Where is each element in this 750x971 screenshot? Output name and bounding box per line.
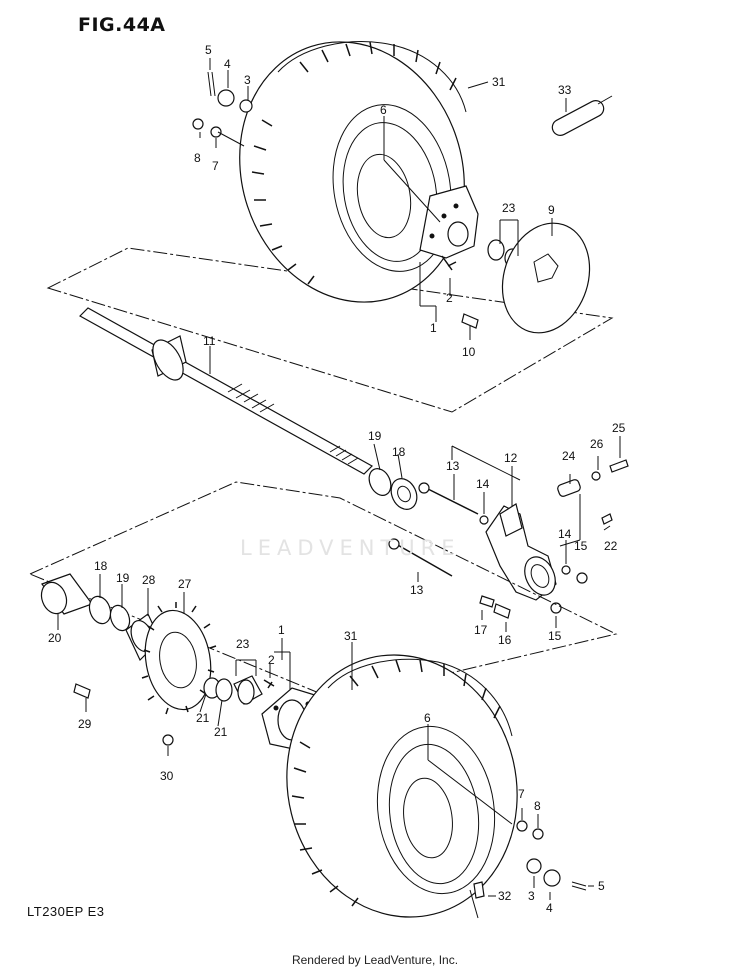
- callout-31-lower: 31: [344, 629, 358, 643]
- cotter-pin-lower: [571, 881, 587, 891]
- disc-bolt-10: [461, 313, 479, 329]
- callout-2-upper: 2: [446, 291, 453, 305]
- castle-nut-lower: [543, 869, 561, 887]
- callout-27: 27: [178, 577, 192, 591]
- callout-19-upper: 19: [368, 429, 382, 443]
- callout-30: 30: [160, 769, 174, 783]
- callout-3-upper: 3: [244, 73, 251, 87]
- callout-13-upper: 13: [446, 459, 460, 473]
- callout-5-lower: 5: [598, 879, 605, 893]
- tire-tool: [551, 95, 613, 136]
- washer-lower-7: [516, 820, 528, 832]
- callout-14-lower: 14: [558, 527, 572, 541]
- callout-19-lower: 19: [116, 571, 130, 585]
- upper-assembly-outline: [46, 247, 614, 413]
- callout-24: 24: [562, 449, 576, 463]
- watermark: LEADVENTURE: [240, 536, 461, 560]
- bolt-17: [479, 595, 495, 608]
- callout-3-lower: 3: [528, 889, 535, 903]
- bolt-29: [73, 683, 91, 699]
- washer-upper-3: [239, 99, 253, 113]
- valve-cap-32: [473, 881, 485, 899]
- footer-credit: Rendered by LeadVenture, Inc.: [291, 953, 459, 967]
- lower-hub-bolt: [263, 679, 275, 689]
- nut-14b: [561, 565, 571, 575]
- callout-33: 33: [558, 83, 572, 97]
- washer-upper-7: [210, 126, 222, 138]
- housing-bolt-13b: [395, 543, 453, 577]
- castle-nut-upper: [217, 89, 235, 107]
- nut-30: [162, 734, 174, 746]
- lower-spacer-21b: [215, 678, 233, 702]
- callout-18-upper: 18: [392, 445, 406, 459]
- nut-upper-8: [192, 118, 204, 130]
- callout-4-lower: 4: [546, 901, 553, 915]
- hub-bolt-upper: [441, 255, 457, 271]
- callout-32: 32: [498, 889, 512, 903]
- rear-axle: [79, 307, 373, 475]
- callout-8-lower: 8: [534, 799, 541, 813]
- pad-24: [557, 479, 581, 497]
- upper-spacer-a: [487, 239, 505, 261]
- lower-bearing-18: [88, 595, 112, 625]
- lower-bearing-19: [109, 604, 131, 632]
- callout-12: 12: [504, 451, 518, 465]
- callout-16: 16: [498, 633, 512, 647]
- callout-5-upper: 5: [205, 43, 212, 57]
- figure-title: FIG.44A: [78, 14, 166, 36]
- callout-1-lower: 1: [278, 623, 285, 637]
- washer-lower-3: [526, 858, 542, 874]
- callout-4-upper: 4: [224, 57, 231, 71]
- washer-26: [591, 471, 601, 481]
- callout-8-upper: 8: [194, 151, 201, 165]
- lower-tire: [286, 654, 518, 918]
- bolt-25: [609, 459, 629, 473]
- callout-14-upper: 14: [476, 477, 490, 491]
- brake-disc: [501, 222, 591, 334]
- callout-22: 22: [604, 539, 618, 553]
- bolt-22: [601, 513, 613, 525]
- upper-wheel-hub: [419, 185, 479, 259]
- callout-9: 9: [548, 203, 555, 217]
- callout-1-upper: 1: [430, 321, 437, 335]
- lower-assembly-outline: [28, 481, 618, 701]
- callout-26: 26: [590, 437, 604, 451]
- callout-11: 11: [203, 334, 216, 348]
- nut-lower-8: [532, 828, 544, 840]
- cotter-pin-upper: [207, 71, 216, 97]
- callout-13-lower: 13: [410, 583, 424, 597]
- callout-25: 25: [612, 421, 626, 435]
- nut-15b: [550, 602, 562, 614]
- housing-bolt-13a: [425, 487, 479, 515]
- callout-6-upper: 6: [380, 103, 387, 117]
- bearing-housing: [485, 503, 557, 601]
- upper-tire: [239, 41, 467, 303]
- bolt-16: [493, 603, 511, 619]
- callout-10: 10: [462, 345, 476, 359]
- nut-15a: [576, 572, 588, 584]
- callout-15-right: 15: [574, 539, 588, 553]
- callout-18-lower: 18: [94, 559, 108, 573]
- rear-sprocket: [141, 602, 217, 715]
- nut-14: [479, 515, 489, 525]
- callout-23-upper: 23: [502, 201, 516, 215]
- callout-15-lower: 15: [548, 629, 562, 643]
- callout-7-lower: 7: [518, 787, 525, 801]
- callout-7-upper: 7: [212, 159, 219, 173]
- callout-21-a: 21: [196, 711, 210, 725]
- model-code: LT230EP E3: [27, 904, 105, 919]
- callout-28: 28: [142, 573, 156, 587]
- axle-spacer-20: [40, 573, 93, 615]
- axle-bearing-19: [368, 468, 392, 496]
- callout-17: 17: [474, 623, 488, 637]
- callout-23-lower: 23: [236, 637, 250, 651]
- callout-6-lower: 6: [424, 711, 431, 725]
- axle-bearing-18: [390, 478, 418, 510]
- callout-29: 29: [78, 717, 92, 731]
- callout-2-lower: 2: [268, 653, 275, 667]
- callout-21-b: 21: [214, 725, 228, 739]
- callout-31-upper: 31: [492, 75, 506, 89]
- callout-20: 20: [48, 631, 62, 645]
